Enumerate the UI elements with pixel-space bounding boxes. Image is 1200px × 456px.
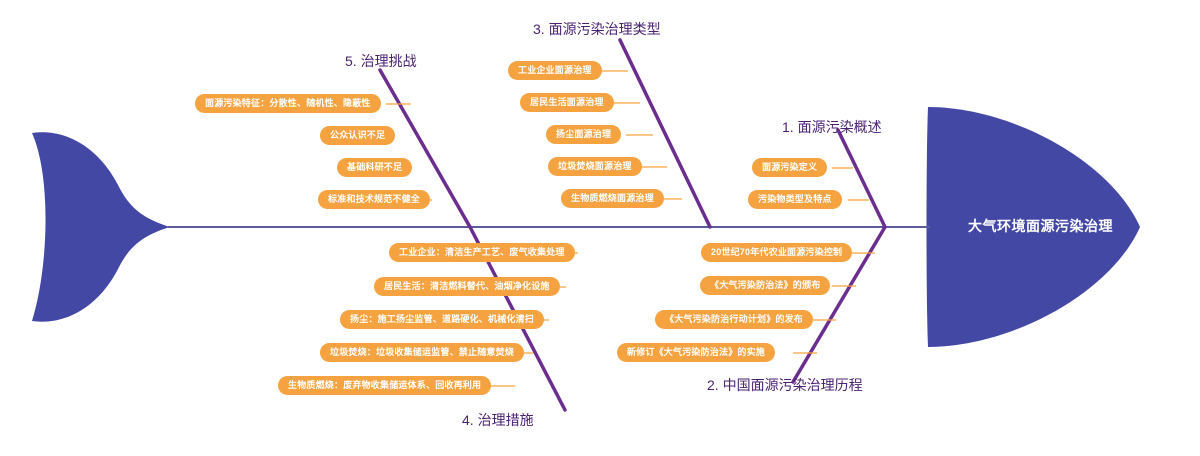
- item-pill-3-4[interactable]: 垃圾焚烧面源治理: [548, 157, 642, 176]
- item-pill-5-1[interactable]: 面源污染特征：分散性、随机性、隐蔽性: [195, 94, 381, 113]
- item-pill-3-1[interactable]: 工业企业面源治理: [508, 61, 602, 80]
- item-pill-5-2[interactable]: 公众认识不足: [320, 126, 396, 145]
- item-pill-1-1[interactable]: 面源污染定义: [752, 158, 828, 177]
- item-pill-4-2[interactable]: 居民生活：清洁燃料替代、油烟净化设施: [374, 277, 560, 296]
- fish-head-title: 大气环境面源污染治理: [968, 218, 1113, 234]
- item-pill-4-1[interactable]: 工业企业：清洁生产工艺、废气收集处理: [389, 243, 575, 262]
- item-pill-1-2[interactable]: 污染物类型及特点: [748, 190, 842, 209]
- connector-group-3: [602, 70, 682, 200]
- category-label-1[interactable]: 1. 面源污染概述: [782, 119, 882, 135]
- item-pill-2-3[interactable]: 《大气污染防治行动计划》的发布: [655, 310, 814, 329]
- category-label-5[interactable]: 5. 治理挑战: [345, 53, 417, 69]
- branch-line-3: [618, 38, 712, 229]
- category-label-3[interactable]: 3. 面源污染治理类型: [533, 21, 661, 37]
- item-pill-2-2[interactable]: 《大气污染防治法》的颁布: [700, 276, 831, 295]
- item-pill-3-3[interactable]: 扬尘面源治理: [546, 125, 622, 144]
- item-pill-4-5[interactable]: 生物质燃烧：废弃物收集储运体系、回收再利用: [278, 376, 492, 395]
- category-label-2[interactable]: 2. 中国面源污染治理历程: [707, 377, 863, 393]
- connector-group-2: [793, 252, 875, 354]
- connector-group-5: [367, 103, 432, 201]
- connector-group-1: [832, 167, 869, 201]
- fish-head: [926, 107, 1140, 347]
- item-pill-4-4[interactable]: 垃圾焚烧：垃圾收集储运监管、禁止随意焚烧: [320, 343, 525, 362]
- item-pill-2-1[interactable]: 20世纪70年代农业面源污染控制: [701, 243, 853, 262]
- item-pill-5-3[interactable]: 基础科研不足: [337, 158, 413, 177]
- item-pill-3-5[interactable]: 生物质燃烧面源治理: [561, 189, 664, 208]
- category-label-4[interactable]: 4. 治理措施: [462, 412, 534, 428]
- item-pill-3-2[interactable]: 居民生活面源治理: [520, 93, 614, 112]
- item-pill-4-3[interactable]: 扬尘：施工扬尘监管、道路硬化、机械化清扫: [340, 310, 545, 329]
- item-pill-5-4[interactable]: 标准和技术规范不健全: [318, 190, 431, 209]
- branch-line-5: [378, 68, 472, 229]
- fish-tail: [32, 132, 170, 322]
- branch-line-1: [836, 128, 887, 229]
- item-pill-2-4[interactable]: 新修订《大气污染防治法》的实施: [617, 343, 776, 362]
